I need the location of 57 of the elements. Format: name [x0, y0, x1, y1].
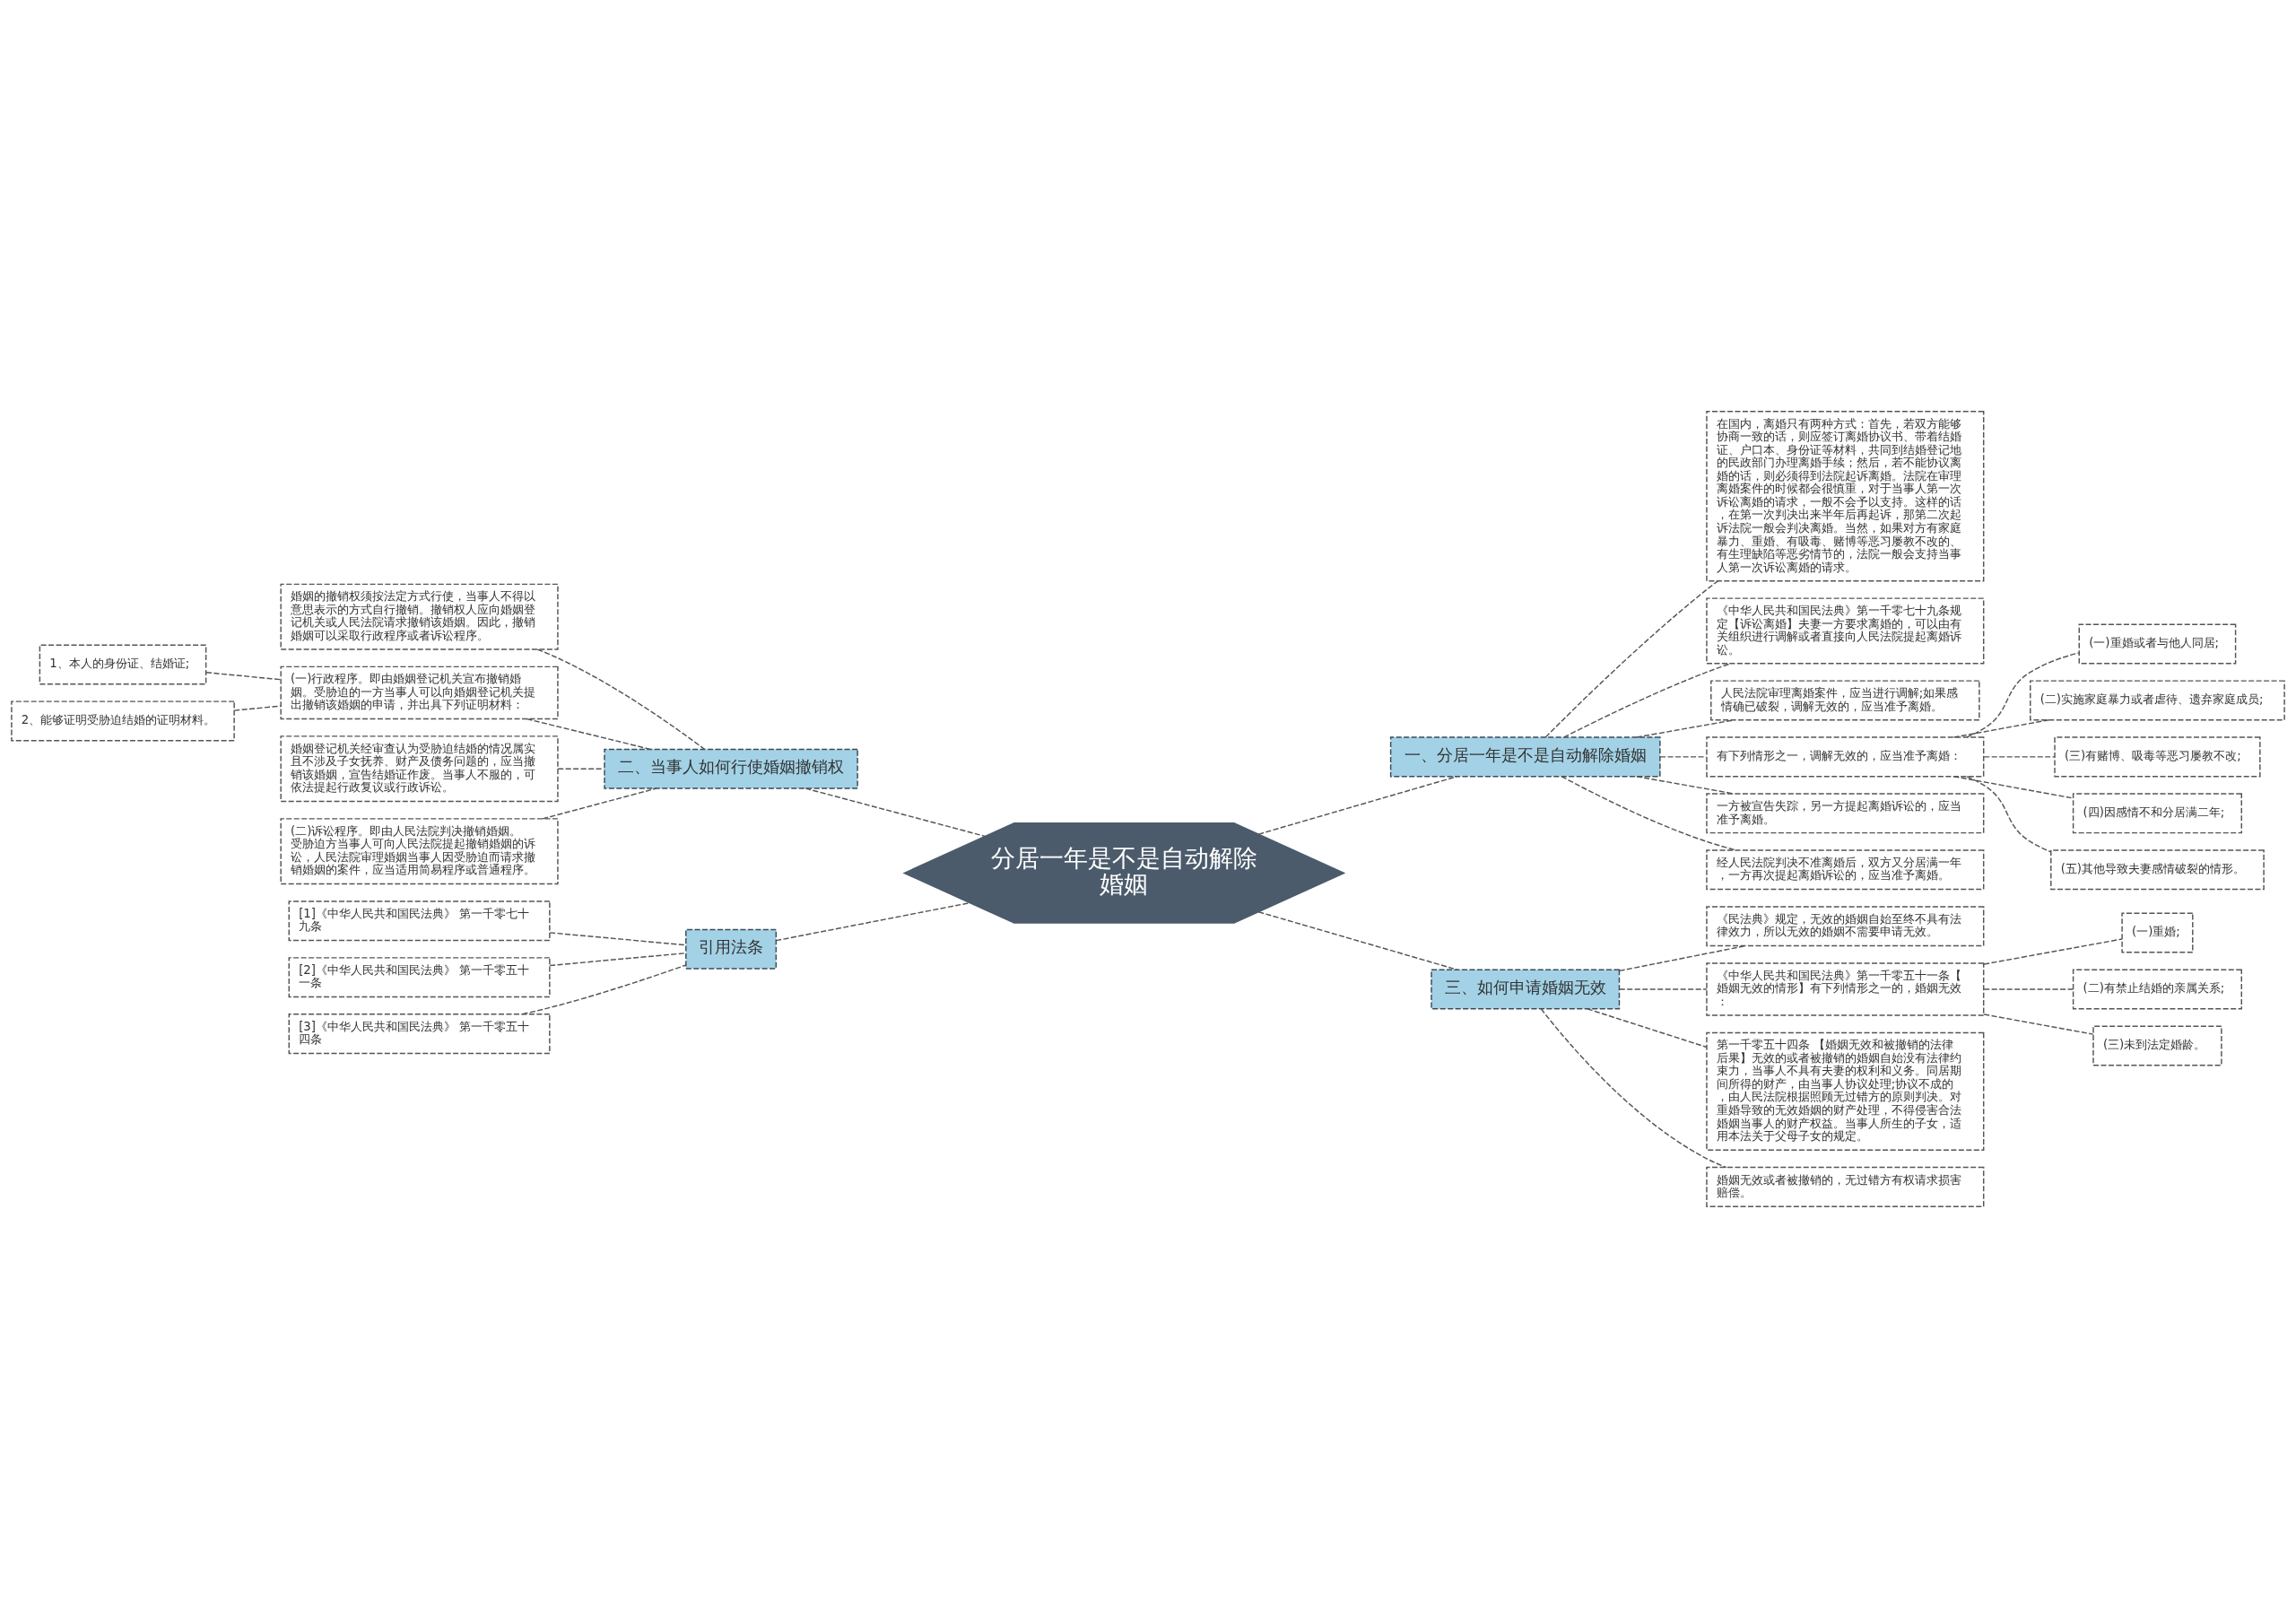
node-box: (一)重婚或者与他人同居;	[2078, 623, 2237, 665]
connector	[1619, 988, 1708, 990]
node-box: 一方被宣告失踪，另一方提起离婚诉讼的，应当准予离婚。	[1706, 793, 1985, 834]
node-box: (四)因感情不和分居满二年;	[2072, 793, 2242, 834]
node-box: 婚姻无效或者被撤销的，无过错方有权请求损害赔偿。	[1706, 1166, 1985, 1207]
connector	[1966, 776, 2052, 853]
connector	[804, 787, 986, 838]
node-box: (三)未到法定婚龄。	[2092, 1025, 2222, 1066]
node-box: 婚姻登记机关经审查认为受胁迫结婚的情况属实且不涉及子女抚养、财产及债务问题的，应当撤销该婚姻，宣告结婚证作废。当事人不服的，可依法提起行政复议或行政诉讼。	[280, 735, 559, 803]
node-box: 人民法院审理离婚案件，应当进行调解;如果感情确已破裂，调解无效的，应当准予离婚。	[1710, 680, 1980, 721]
node-box: 婚姻的撤销权须按法定方式行使，当事人不得以意思表示的方式自行撤销。撤销权人应向婚姻登记机关或人民法院请求撤销该婚姻。因此，撤销婚姻可以采取行政程序或者诉讼程序。	[280, 583, 559, 650]
connector	[549, 952, 687, 967]
connector	[1952, 719, 2050, 738]
connector	[549, 932, 687, 946]
connector	[1257, 911, 1458, 970]
node-box: (一)行政程序。即由婚姻登记机关宣布撤销婚姻。受胁迫的一方当事人可以向婚姻登记机关提出撤销该婚姻的申请，并出具下列证明材料：	[280, 665, 559, 720]
connector	[1544, 580, 1718, 738]
node-box: (三)有赌博、吸毒等恶习屡教不改;	[2054, 736, 2261, 778]
node-box: 第一千零五十四条 【婚姻无效和被撤销的法律后果】无效的或者被撤销的婚姻自始没有法律约束力，当事人不具有夫妻的权利和义务。同居期间所得的财产，由当事人协议处理;协议不成的，由人民法院根据照顾无过错方的原则判决。对重婚导致的无效婚姻的财产处理，不得侵害合法婚姻当事人的财产权益。当事人所生的子女，适用本法关于父母子女的规定。	[1706, 1031, 1985, 1151]
connector	[775, 902, 970, 942]
connector	[1983, 756, 2056, 758]
node-box: 《民法典》规定，无效的婚姻自始至终不具有法律效力，所以无效的婚姻不需要申请无效。	[1706, 906, 1985, 947]
connector	[1983, 988, 2074, 990]
node-box: 一、分居一年是不是自动解除婚姻	[1389, 736, 1661, 778]
node-box: 《中华人民共和国民法典》第一千零七十九条规定【诉讼离婚】夫妻一方要求离婚的，可以由有关组织进行调解或者直接向人民法院提起离婚诉讼。	[1706, 597, 1985, 665]
connector	[1966, 652, 2080, 738]
node-box: (二)实施家庭暴力或者虐待、遗弃家庭成员;	[2030, 680, 2285, 721]
connector	[1587, 1008, 1708, 1048]
node-box: (一)重婚;	[2121, 912, 2194, 953]
connector	[557, 768, 605, 770]
connector	[1636, 776, 1735, 795]
node-box: 三、如何申请婚姻无效	[1431, 969, 1621, 1010]
node-box: 有下列情形之一，调解无效的，应当准予离婚：	[1706, 736, 1985, 778]
node-box: 1、本人的身份证、结婚证;	[39, 644, 207, 685]
node-box: [2]《中华人民共和国民法典》 第一千零五十一条	[288, 957, 551, 998]
node-box: 2、能够证明受胁迫结婚的证明材料。	[11, 700, 235, 742]
connector	[233, 705, 282, 711]
node-box: [1]《中华人民共和国民法典》 第一千零七十九条	[288, 900, 551, 942]
node-box: 《中华人民共和国民法典》第一千零五十一条【婚姻无效的情形】有下列情形之一的，婚姻无效：	[1706, 962, 1985, 1016]
connector	[1983, 1013, 2094, 1035]
node-box: (二)诉讼程序。即由人民法院判决撤销婚姻。受胁迫方当事人可向人民法院提起撤销婚姻的诉讼，人民法院审理婚姻当事人因受胁迫而请求撤销婚姻的案件，应当适用简易程序或普通程序。	[280, 818, 559, 885]
node-box: 引用法条	[685, 928, 778, 970]
connector	[1659, 756, 1708, 758]
connector	[542, 787, 657, 820]
node-box: 经人民法院判决不准离婚后，双方又分居满一年，一方再次提起离婚诉讼的，应当准予离婚。	[1706, 849, 1985, 891]
connector	[1983, 938, 2123, 965]
node-box: 在国内，离婚只有两种方式：首先，若双方能够协商一致的话，则应签订离婚协议书、带着结婚证、户口本、身份证等材料，共同到结婚登记地的民政部门办理离婚手续；然后，若不能协议离婚的话，则必须得到法院起诉离婚。法院在审理离婚案件的时候都会很慎重，对于当事人第一次诉讼离婚的请求，一般不会予以支持。这样的话，在第一次判决出来半年后再起诉，那第二次起诉法院一般会判决离婚。当然，如果对方有家庭暴力、重婚、有吸毒、赌博等恶习屡教不改的、有生理缺陷等恶劣情节的，法院一般会支持当事人第一次诉讼离婚的请求。	[1706, 411, 1985, 582]
node-box: (五)其他导致夫妻感情破裂的情形。	[2050, 849, 2265, 891]
connector	[1561, 776, 1737, 851]
node-box: 二、当事人如何行使婚姻撤销权	[604, 748, 858, 789]
connector	[1257, 776, 1458, 835]
connector	[536, 648, 706, 750]
connector	[1540, 1008, 1727, 1169]
connector	[1952, 776, 2074, 799]
connector	[205, 672, 282, 681]
node-box: (二)有禁止结婚的亲属关系;	[2072, 969, 2242, 1010]
node-box: [3]《中华人民共和国民法典》 第一千零五十四条	[288, 1013, 551, 1055]
